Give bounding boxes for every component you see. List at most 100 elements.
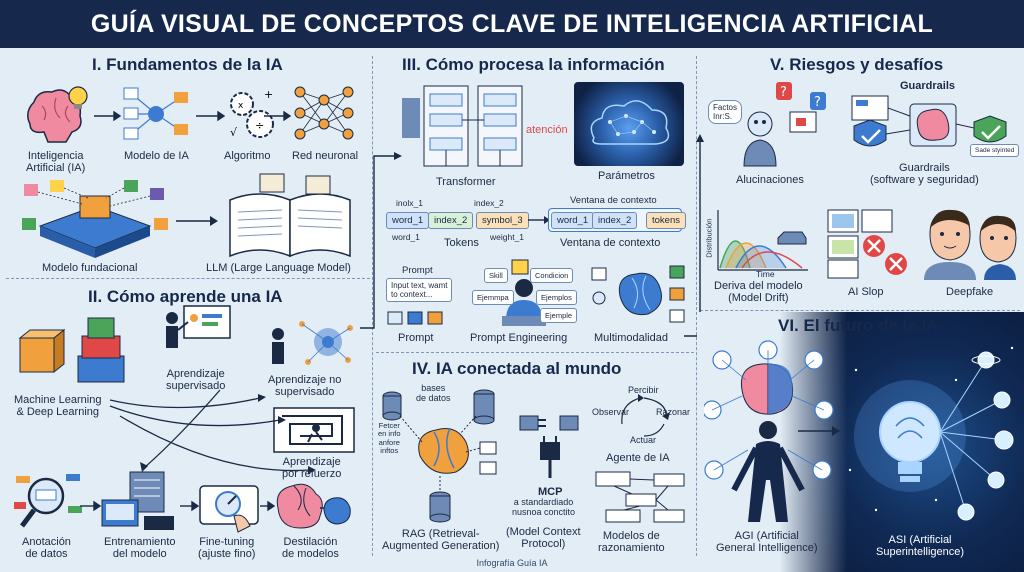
teacher-board-icon (166, 305, 231, 348)
section-3-title: III. Cómo procesa la información (402, 55, 665, 74)
parameters-cloud (574, 82, 684, 166)
label-modelo: Modelo de IA (124, 150, 189, 162)
label-agente: Agente de IA (606, 452, 670, 464)
label-algoritmo: Algoritmo (224, 150, 271, 162)
reasoning-flow-icon (595, 471, 685, 523)
book-icon (229, 173, 351, 258)
prompt-chip-ejemple: Ejemple (540, 308, 578, 323)
label-anotacion: Anotación de datos (22, 536, 71, 561)
arrow-row1 (94, 110, 292, 122)
label-supervisado: Aprendizaje supervisado (166, 368, 226, 393)
plug-icon (519, 415, 579, 478)
label-alucinaciones: Alucinaciones (736, 174, 804, 186)
prompt-chip-skill: Skill (484, 268, 508, 283)
maze-runner-icon (273, 407, 355, 453)
label-agi: AGI (Artificial General Intelligence) (716, 530, 818, 555)
multimodal-icon (591, 265, 685, 323)
label-llm: LLM (Large Language Model) (206, 262, 351, 274)
label-bases: bases de datos (416, 383, 451, 403)
transformer-icon (402, 85, 523, 167)
label-razonar: Razonar (656, 407, 691, 417)
label-asi: ASI (Artificial Superintelligence) (876, 534, 965, 559)
tuning-dial-icon (199, 485, 259, 533)
robot-question-icon: ? ? (743, 82, 826, 167)
label-red: Red neuronal (292, 150, 359, 162)
label-mcp-sub: a standardiado nusnoa conctito (512, 497, 576, 517)
label-percibir: Percibir (628, 385, 659, 395)
section-1-title: I. Fundamentos de la IA (92, 55, 283, 74)
magnifier-data-icon (14, 474, 82, 528)
label-mcp: MCP (538, 486, 563, 498)
label-fundacional: Modelo fundacional (42, 262, 138, 274)
label-nosupervisado: Aprendizaje no supervisado (268, 374, 342, 399)
gears-icon: x ÷ + √ (230, 88, 274, 139)
label-guardrails-top: Guardrails (900, 80, 956, 92)
neural-net-icon (294, 86, 354, 140)
svg-text:x: x (238, 101, 244, 111)
header-bar: GUÍA VISUAL DE CONCEPTOS CLAVE DE INTELI… (0, 0, 1024, 48)
ai-slop-icon (827, 209, 907, 279)
label-prompt: Prompt (398, 332, 434, 344)
label-prompteng: Prompt Engineering (470, 332, 568, 344)
label-distribucion: Distribución (704, 218, 714, 258)
brains-distill-icon (276, 483, 351, 529)
factos-bubble: Factos Inr:S. (708, 100, 743, 124)
label-deepfake: Deepfake (946, 286, 994, 298)
label-parametros: Parámetros (598, 170, 655, 182)
robot-clusters-icon (272, 321, 353, 365)
divider-1 (372, 56, 373, 556)
token-annot-a2: index_2 (474, 198, 504, 208)
token-annot-b2: weight_1 (490, 232, 525, 242)
label-finetuning: Fine-tuning (ajuste fino) (198, 536, 256, 561)
guard-badge: Sade styinted (970, 144, 1020, 157)
agent-cycle-icon (621, 394, 670, 437)
section-4-title: IV. IA conectada al mundo (412, 359, 622, 378)
section-6-title: VI. El futuro de la IA (778, 316, 939, 335)
label-slop: AI Slop (848, 286, 884, 298)
section-2-title: II. Cómo aprende una IA (88, 287, 283, 306)
prompt-icons (387, 311, 443, 325)
label-mcp-long: (Model Context Protocol) (506, 526, 581, 551)
label-fetcher: Fetcer en info anfore inftos (378, 421, 401, 455)
label-destilacion: Destilación de modelos (282, 536, 339, 561)
page-title: GUÍA VISUAL DE CONCEPTOS CLAVE DE INTELI… (90, 9, 934, 38)
context-chip-1: word_1 (551, 212, 595, 229)
label-modelos: Modelos de razonamiento (598, 530, 665, 555)
context-chip-2: index_2 (592, 212, 638, 229)
drift-chart (717, 210, 808, 271)
label-ventana: Ventana de contexto (560, 237, 661, 249)
label-rag: RAG (Retrieval- Augmented Generation) (382, 528, 500, 553)
label-time: Time (756, 269, 775, 279)
ml-dl-cubes-icon (18, 317, 125, 383)
token-annot-b1: word_1 (392, 232, 420, 242)
server-training-icon (101, 471, 174, 530)
prompt-chip-ejemmpa: Ejemmpa (472, 290, 514, 305)
svg-text:÷: ÷ (255, 119, 264, 132)
svg-text:√: √ (230, 126, 238, 139)
prompt-chip-ejemplos: Ejemplos (536, 290, 577, 305)
learning-flow-arrows (109, 389, 316, 474)
arrows-row-bottom (80, 500, 276, 512)
connector-left (360, 152, 402, 329)
prompt-engineer-icon (502, 259, 546, 326)
label-ia: Inteligencia Artificial (IA) (26, 150, 86, 175)
svg-text:?: ? (814, 95, 821, 110)
label-atencion: atención (526, 124, 568, 136)
rag-brain-icon (382, 389, 497, 523)
token-annot-a1: inolx_1 (396, 198, 423, 208)
guardrails-brain-icon (851, 95, 1007, 147)
context-chip-3: tokens (646, 212, 686, 229)
token-chip-3: symbol_3 (476, 212, 529, 229)
label-ml: Machine Learning & Deep Learning (14, 394, 102, 419)
token-chip-2: index_2 (428, 212, 474, 229)
arrow-to-llm (176, 216, 218, 226)
divider-5 (700, 310, 1020, 311)
label-multimodalidad: Multimodalidad (594, 332, 668, 344)
label-transformer: Transformer (436, 176, 496, 188)
label-entrenamiento: Entrenamiento del modelo (104, 536, 176, 561)
asi-bulb-icon (848, 346, 1014, 521)
label-deriva: Deriva del modelo (Model Drift) (714, 280, 803, 305)
prompt-input-box: Input text, wamt to context... (386, 278, 453, 302)
label-prompt-top: Prompt (402, 265, 433, 276)
divider-4 (376, 352, 694, 353)
